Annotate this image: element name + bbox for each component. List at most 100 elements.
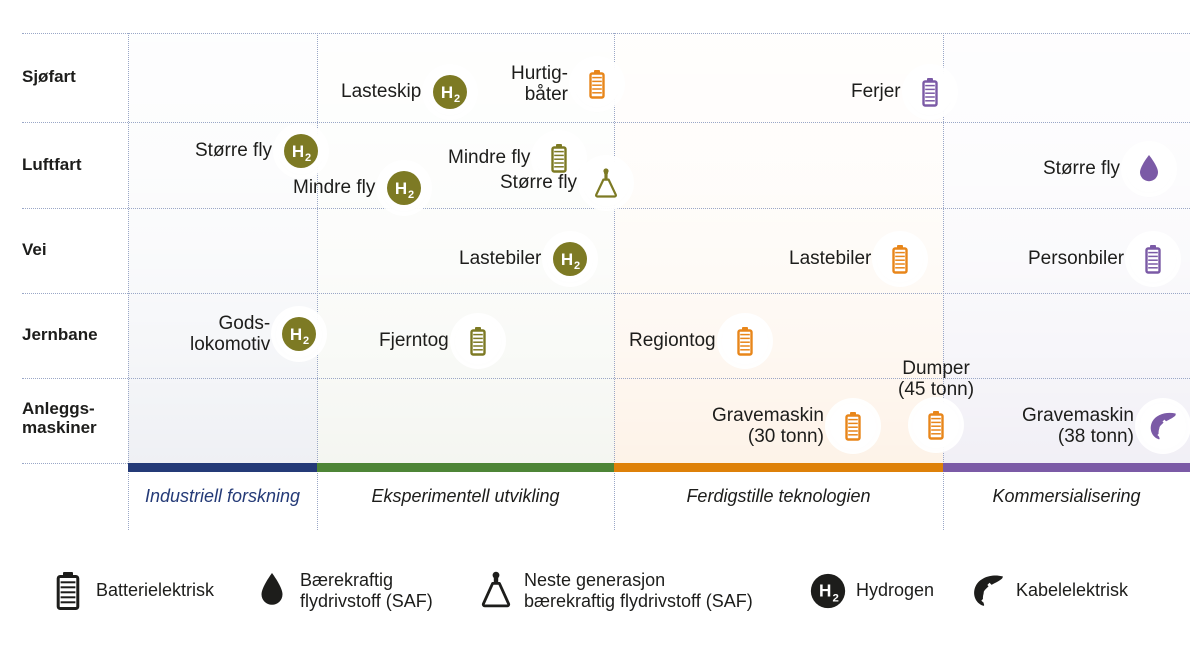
row-label-jernbane: Jernbane (22, 325, 98, 344)
legend-label-nextsaf-line2: bærekraftig flydrivstoff (SAF) (524, 591, 753, 611)
row-label-anleggsmaskiner-line2: maskiner (22, 418, 97, 438)
battery-icon (574, 61, 621, 107)
legend-label-hydrogen: Hydrogen (856, 580, 935, 601)
cell-hurtigbater-battery[interactable]: Hurtig-båter (511, 61, 621, 107)
svg-text:H: H (819, 581, 831, 601)
cell-ferjer-battery[interactable]: Ferjer (851, 69, 953, 115)
cell-label-gravemaskin38-line1: Gravemaskin (1022, 404, 1134, 426)
cell-label-fjerntog: Fjerntog (379, 330, 449, 352)
svg-text:2: 2 (454, 93, 460, 105)
stage-bar-eksperimentell-utvikling (317, 463, 614, 472)
stage-label-kommersialisering: Kommersialisering (992, 486, 1141, 506)
droplet-icon (1126, 146, 1173, 192)
cell-label-dumper45: Dumper(45 tonn) (898, 358, 974, 401)
cell-storre-fly-saf[interactable]: Større fly (1043, 146, 1173, 192)
cell-gravemaskin38-cable[interactable]: Gravemaskin(38 tonn) (1022, 403, 1186, 449)
cell-lastebiler-battery[interactable]: Lastebiler (789, 236, 924, 282)
cable-electric-icon (1139, 403, 1186, 449)
legend-label-saf-line2: flydrivstoff (SAF) (300, 591, 433, 611)
cell-label-hurtigbater-line2: båter (524, 84, 569, 105)
column-divider-1 (317, 33, 318, 530)
cell-label-lastebiler-2: Lastebiler (789, 248, 872, 270)
row-divider-3 (22, 293, 1190, 294)
column-band-industriell-forskning (128, 33, 317, 463)
stage-bar-ferdigstille-teknologien (614, 463, 943, 472)
cell-gravemaskin30-battery[interactable]: Gravemaskin(30 tonn) (712, 403, 876, 449)
cell-label-gravemaskin30: Gravemaskin(30 tonn) (712, 405, 824, 448)
column-divider-0 (128, 33, 129, 530)
battery-icon (877, 236, 924, 282)
cell-label-hurtigbater-line1: Hurtig- (511, 62, 569, 84)
cell-dumper45-battery[interactable]: Dumper(45 tonn) (898, 358, 974, 448)
row-label-vei: Vei (22, 240, 47, 259)
row-label-anleggsmaskiner: Anleggs- maskiner (22, 399, 122, 438)
battery-icon (1130, 236, 1177, 282)
cell-label-gravemaskin38: Gravemaskin(38 tonn) (1022, 405, 1134, 448)
cell-label-storre-fly-3: Større fly (1043, 158, 1121, 180)
cell-label-regiontog: Regiontog (629, 330, 716, 352)
svg-text:2: 2 (574, 260, 580, 272)
row-divider-1 (22, 122, 1190, 123)
row-divider-4 (22, 378, 1190, 379)
cell-label-dumper45-line1: Dumper (902, 358, 970, 379)
svg-text:2: 2 (303, 335, 309, 347)
cell-label-godslokomotiv: Gods-lokomotiv (190, 313, 270, 356)
battery-icon (48, 569, 88, 613)
cell-personbiler-battery[interactable]: Personbiler (1028, 236, 1177, 282)
svg-text:2: 2 (408, 189, 414, 201)
row-label-anleggsmaskiner-line1: Anleggs- (22, 399, 95, 418)
svg-text:H: H (441, 83, 453, 102)
legend-label-saf-line1: Bærekraftig (300, 569, 394, 590)
cell-label-ferjer: Ferjer (851, 81, 901, 103)
cell-label-dumper45-line2: (45 tonn) (898, 379, 975, 401)
cell-label-gravemaskin30-line2: (30 tonn) (747, 426, 824, 447)
cell-label-godslokomotiv-line1: Gods- (218, 312, 271, 334)
row-divider-2 (22, 208, 1190, 209)
cell-regiontog-battery[interactable]: Regiontog (629, 318, 768, 364)
row-label-luftfart: Luftfart (22, 155, 82, 174)
legend-label-batterielektrisk: Batterielektrisk (96, 580, 215, 601)
cell-mindre-fly-battery[interactable]: Mindre fly (448, 135, 583, 181)
battery-icon (913, 401, 960, 448)
cell-label-hurtigbater: Hurtig-båter (511, 63, 568, 106)
cable-electric-icon (968, 569, 1008, 613)
legend-item-batterielektrisk: Batterielektrisk (48, 569, 214, 613)
stage-bar-industriell-forskning (128, 463, 317, 472)
cell-fjerntog-battery[interactable]: Fjerntog (379, 318, 501, 364)
svg-text:2: 2 (305, 152, 311, 164)
column-divider-2 (614, 33, 615, 530)
battery-icon (906, 69, 953, 115)
stage-label-ferdigstille-teknologien: Ferdigstille teknologien (686, 486, 871, 506)
cell-label-gravemaskin30-line1: Gravemaskin (712, 404, 824, 426)
legend-label-nextsaf-line1: Neste generasjon (524, 569, 666, 590)
svg-text:H: H (290, 325, 302, 344)
svg-text:H: H (395, 179, 407, 198)
droplet-icon (252, 569, 292, 613)
cell-label-mindre-fly-2: Mindre fly (448, 147, 531, 169)
row-label-sjofart: Sjøfart (22, 67, 76, 86)
cell-label-lasteskip: Lasteskip (341, 81, 422, 103)
column-divider-3 (943, 33, 944, 530)
row-divider-top (22, 33, 1190, 34)
battery-icon (829, 403, 876, 449)
legend-item-kabelelektrisk: Kabelelektrisk (968, 569, 1128, 613)
cell-label-lastebiler-1: Lastebiler (459, 248, 542, 270)
stage-label-industriell-forskning: Industriell forskning (144, 486, 301, 506)
cell-storre-fly-flask[interactable]: Større fly (500, 160, 630, 206)
